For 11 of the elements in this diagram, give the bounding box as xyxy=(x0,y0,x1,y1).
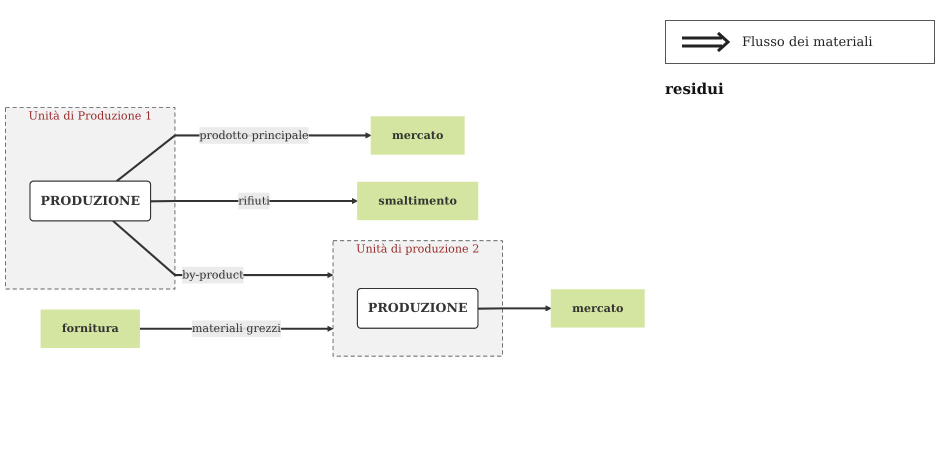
node-box: mercato xyxy=(370,116,465,154)
node-box: mercato xyxy=(550,288,645,328)
edge-label: rifiuti xyxy=(238,194,270,207)
node-box: smaltimento xyxy=(357,181,478,220)
flow-label: residui xyxy=(665,80,725,98)
edge-label: by-product xyxy=(182,268,244,281)
edge-label: prodotto principale xyxy=(199,128,309,142)
arrow xyxy=(478,304,552,312)
edge-label: materiali grezzi xyxy=(192,321,281,335)
legend-text: Flusso dei materiali xyxy=(742,34,873,50)
node-box: fornitura xyxy=(40,309,140,348)
